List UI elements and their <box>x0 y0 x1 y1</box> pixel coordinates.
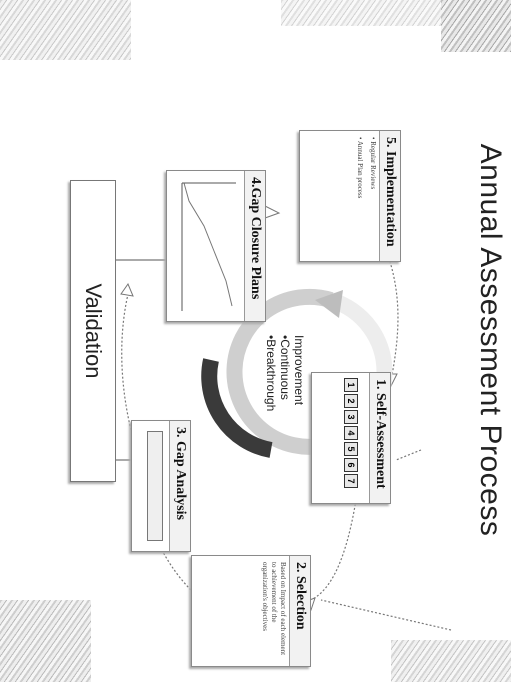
cycle-item: •Breakthrough <box>264 335 278 412</box>
level-cell: 3 <box>344 410 358 424</box>
cycle-heading: Improvement <box>292 335 306 406</box>
implementation-bullet: • Regular Reviews <box>369 137 377 190</box>
arrow-gap-analysis-to-closure <box>121 289 132 431</box>
arrow-side-to-selection <box>320 599 452 631</box>
cycle-center-text: Improvement •Continuous •Breakthrough <box>264 335 306 435</box>
level-scale: 1 2 3 4 5 6 7 <box>335 373 369 503</box>
arrow-form-to-self <box>395 449 422 461</box>
selection-description: Based on Impact of each element to achie… <box>261 562 287 656</box>
step-gap-analysis: 3. Gap Analysis <box>131 420 191 552</box>
gap-analysis-label: 3. Gap Analysis <box>169 421 190 551</box>
step-implementation: 5. Implementation • Regular Reviews • An… <box>299 130 401 262</box>
step-self-assessment: 1. Self-Assessment 1 2 3 4 5 6 7 <box>311 372 391 504</box>
gap-closure-chart <box>181 182 236 311</box>
level-cell: 1 <box>344 378 358 392</box>
arrow-self-to-selection <box>310 499 357 601</box>
implementation-label: 5. Implementation <box>379 131 400 261</box>
cycle-item: •Continuous <box>278 335 292 400</box>
step-gap-closure: 4.Gap Closure Plans <box>166 170 266 322</box>
validation-box: Validation <box>70 180 116 482</box>
gap-analysis-chart <box>147 431 163 541</box>
self-assessment-label: 1. Self-Assessment <box>369 373 390 503</box>
selection-label: 2. Selection <box>289 556 310 666</box>
level-cell: 2 <box>344 394 358 408</box>
arrowhead-implementation <box>264 205 281 219</box>
arrowhead-closure <box>120 282 134 297</box>
level-cell: 4 <box>344 426 358 440</box>
level-cell: 5 <box>344 442 358 456</box>
step-selection: 2. Selection Based on Impact of each ele… <box>191 555 311 667</box>
level-cell: 6 <box>344 458 358 472</box>
level-cell: 7 <box>344 474 358 488</box>
gap-closure-label: 4.Gap Closure Plans <box>244 171 265 321</box>
implementation-bullet: • Annual Plan process <box>356 137 364 199</box>
